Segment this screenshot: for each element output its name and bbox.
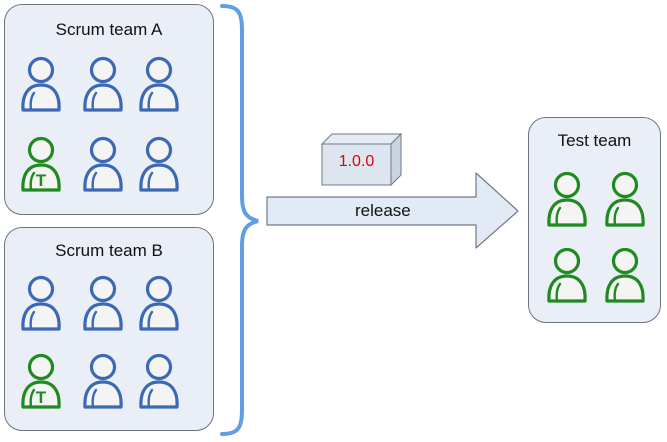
developer-icon bbox=[81, 274, 125, 332]
test-team-box: Test team bbox=[528, 117, 661, 323]
developer-icon bbox=[137, 135, 181, 193]
release-arrow bbox=[266, 172, 519, 249]
tester-badge: T bbox=[36, 171, 47, 190]
scrum-team-a-title: Scrum team A bbox=[55, 20, 163, 39]
release-label: release bbox=[355, 201, 411, 220]
developer-icon bbox=[81, 135, 125, 193]
version-label: 1.0.0 bbox=[338, 153, 375, 170]
tester-icon: T bbox=[19, 352, 63, 410]
tester-icon bbox=[603, 170, 647, 228]
developer-icon bbox=[81, 55, 125, 113]
scrum-team-b-box: Scrum team B T bbox=[4, 227, 214, 431]
tester-icon bbox=[603, 246, 647, 304]
test-team-title: Test team bbox=[557, 131, 632, 150]
tester-icon bbox=[545, 246, 589, 304]
developer-icon bbox=[137, 55, 181, 113]
scrum-team-b-title: Scrum team B bbox=[55, 241, 163, 260]
developer-icon bbox=[19, 274, 63, 332]
developer-icon bbox=[81, 352, 125, 410]
developer-icon bbox=[137, 274, 181, 332]
scrum-team-a-box: Scrum team A T bbox=[4, 4, 214, 215]
tester-icon bbox=[545, 170, 589, 228]
version-box-top bbox=[320, 133, 403, 145]
tester-icon: T bbox=[19, 135, 63, 193]
version-box-front bbox=[321, 143, 392, 186]
developer-icon bbox=[137, 352, 181, 410]
developer-icon bbox=[19, 55, 63, 113]
curly-brace bbox=[220, 4, 259, 436]
tester-badge: T bbox=[36, 388, 47, 407]
